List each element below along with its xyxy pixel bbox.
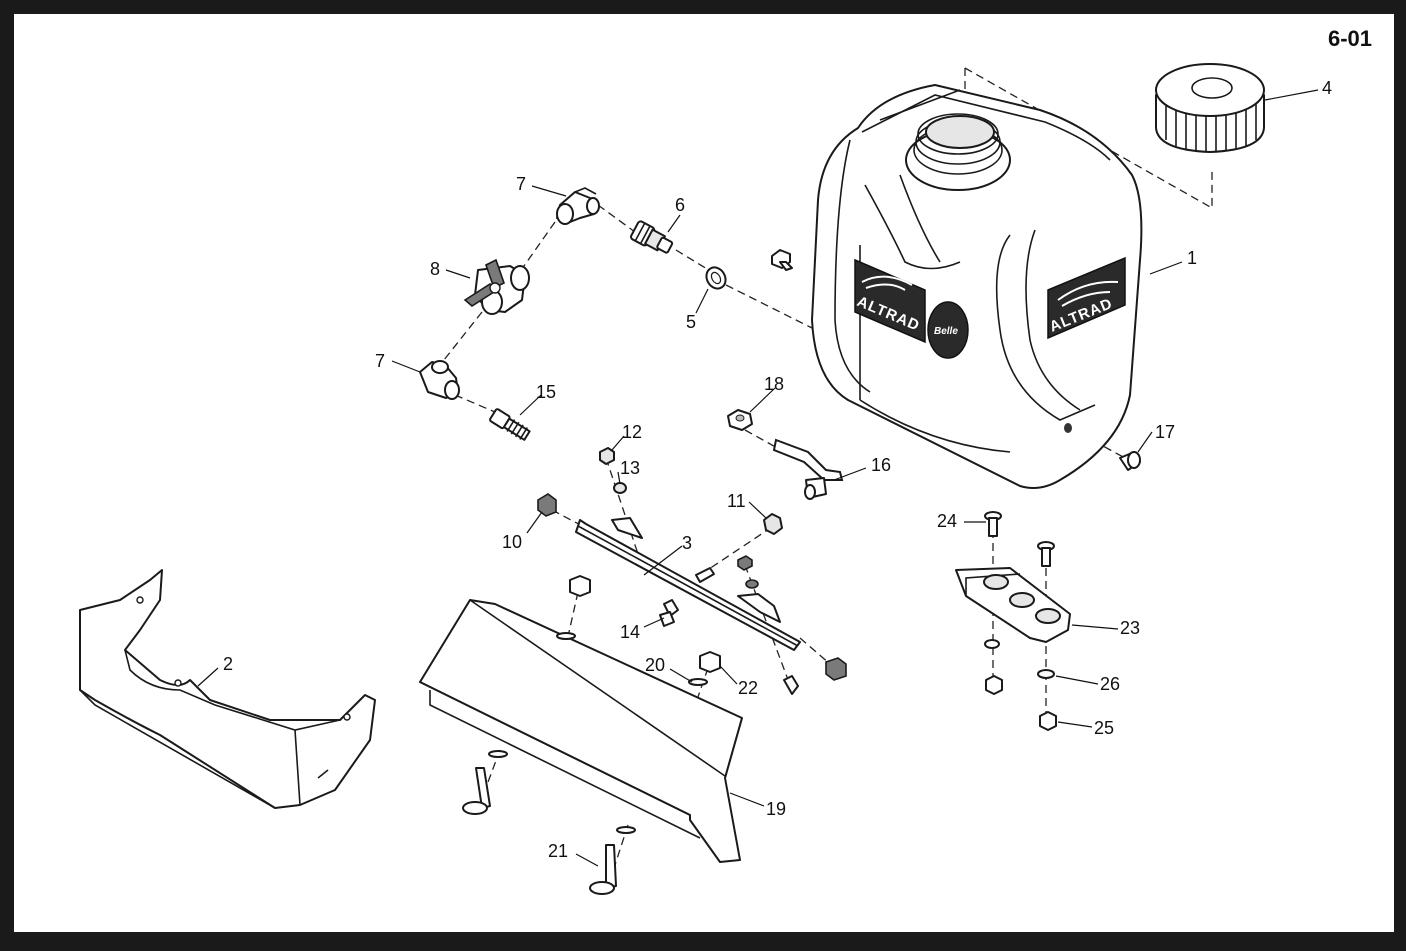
callout-25: 25 (1094, 718, 1114, 738)
pipe-16 (772, 438, 844, 500)
callout-23: 23 (1120, 618, 1140, 638)
callout-19: 19 (766, 799, 786, 819)
callout-26: 26 (1100, 674, 1120, 694)
brand-badge: Belle (927, 301, 969, 359)
callout-1: 1 (1187, 248, 1197, 268)
callout-16: 16 (871, 455, 891, 475)
callout-7-upper: 7 (516, 174, 526, 194)
callout-8: 8 (430, 259, 440, 279)
bar-nuts (695, 555, 759, 589)
callout-15: 15 (536, 382, 556, 402)
callout-21: 21 (548, 841, 568, 861)
bracket-2 (79, 569, 376, 809)
bolts-21 (462, 767, 617, 895)
callout-24: 24 (937, 511, 957, 531)
callout-3: 3 (682, 533, 692, 553)
callout-17: 17 (1155, 422, 1175, 442)
bolts-24 (984, 511, 1055, 567)
bolt-14 (659, 611, 675, 627)
callout-5: 5 (686, 312, 696, 332)
valve-8 (463, 258, 530, 315)
callout-14: 14 (620, 622, 640, 642)
elbow-7-upper (556, 187, 600, 225)
nut-11 (763, 513, 783, 535)
spray-bar-3 (575, 517, 847, 695)
hose-barb-15 (489, 408, 531, 441)
washers-20 (488, 632, 708, 834)
badge-text: Belle (934, 326, 958, 337)
callout-12: 12 (622, 422, 642, 442)
deflector-19 (419, 599, 743, 863)
nuts-25 (985, 675, 1057, 731)
callout-labels: 1 2 3 4 5 6 7 7 8 10 11 12 13 14 15 16 1… (223, 78, 1332, 861)
nut-18 (727, 409, 753, 431)
nut-12 (599, 447, 615, 465)
page-code: 6-01 (1328, 26, 1372, 51)
callout-13: 13 (620, 458, 640, 478)
callout-2: 2 (223, 654, 233, 674)
fitting-6 (630, 220, 674, 254)
callout-6: 6 (675, 195, 685, 215)
callout-11: 11 (727, 491, 746, 511)
tank-body: ALTRAD Belle ALTRAD (811, 84, 1143, 489)
callout-7-lower: 7 (375, 351, 385, 371)
nuts-22 (569, 575, 721, 673)
washers-26 (984, 639, 1055, 679)
callout-18: 18 (764, 374, 784, 394)
elbow-7-lower (419, 360, 460, 400)
tank-bolt (771, 249, 793, 271)
bolt-17 (1119, 451, 1141, 471)
tank-cap (1155, 63, 1265, 153)
callout-4: 4 (1322, 78, 1332, 98)
mount-bracket-23 (955, 567, 1071, 643)
callout-22: 22 (738, 678, 758, 698)
washer-13 (613, 482, 627, 494)
callout-20: 20 (645, 655, 665, 675)
callout-10: 10 (502, 532, 522, 552)
callout-leaders (197, 89, 1319, 867)
end-cap-10 (537, 493, 557, 517)
washer-5 (705, 266, 727, 290)
